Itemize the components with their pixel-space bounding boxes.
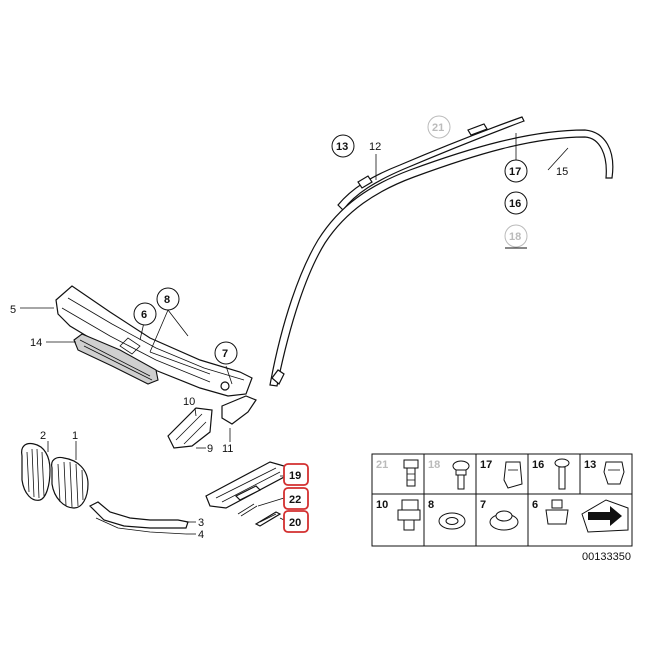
callout-9: 9 xyxy=(207,443,213,455)
legend-13: 13 xyxy=(584,459,596,471)
callout-15: 15 xyxy=(556,166,568,178)
legend-6: 6 xyxy=(532,499,538,511)
callout-18[interactable]: 18 xyxy=(509,231,521,243)
callout-17[interactable]: 17 xyxy=(509,166,521,178)
drawing-number: 00133350 xyxy=(582,551,631,563)
legend-8: 8 xyxy=(428,499,434,511)
clip-13-icon xyxy=(603,461,625,485)
callout-13[interactable]: 13 xyxy=(336,141,348,153)
legend-21: 21 xyxy=(376,459,388,471)
cover-19[interactable] xyxy=(205,461,287,509)
bolt-18-icon xyxy=(452,460,470,490)
legend-16: 16 xyxy=(532,459,544,471)
callout-8[interactable]: 8 xyxy=(164,294,170,306)
callout-20[interactable]: 20 xyxy=(289,517,301,529)
grommet-8-icon xyxy=(438,512,466,530)
callout-12: 12 xyxy=(369,141,381,153)
callout-22[interactable]: 22 xyxy=(289,494,301,506)
seal-strip-14[interactable] xyxy=(73,333,159,385)
callout-19[interactable]: 19 xyxy=(289,470,301,482)
bracket-11[interactable] xyxy=(221,395,257,425)
rivet-16-icon xyxy=(554,458,570,490)
roof-moulding-12[interactable] xyxy=(337,116,525,211)
callout-1: 1 xyxy=(72,430,78,442)
seal-22[interactable] xyxy=(237,503,258,517)
callout-10: 10 xyxy=(183,396,195,408)
grille-2[interactable] xyxy=(21,442,51,501)
legend-18: 18 xyxy=(428,459,440,471)
roof-moulding-15[interactable] xyxy=(269,129,614,387)
callout-3: 3 xyxy=(198,517,204,529)
insert-20[interactable] xyxy=(254,511,282,527)
callout-16[interactable]: 16 xyxy=(509,198,521,210)
callout-6[interactable]: 6 xyxy=(141,309,147,321)
bracket-10[interactable] xyxy=(167,407,213,449)
clip-10-icon xyxy=(397,499,421,531)
grille-1[interactable] xyxy=(51,456,89,509)
legend-17: 17 xyxy=(480,459,492,471)
grommet-7-icon xyxy=(489,510,519,531)
nut-17-icon xyxy=(503,461,523,489)
callout-21[interactable]: 21 xyxy=(432,122,444,134)
callout-11: 11 xyxy=(222,443,233,455)
legend-10: 10 xyxy=(376,499,388,511)
trim-strip-4[interactable] xyxy=(95,517,187,535)
plug-6-icon xyxy=(545,499,569,525)
legend-7: 7 xyxy=(480,499,486,511)
callout-2: 2 xyxy=(40,430,46,442)
trim-strip-3[interactable] xyxy=(88,501,189,529)
callout-14: 14 xyxy=(30,337,42,349)
clip-21-icon xyxy=(403,459,419,487)
callout-4: 4 xyxy=(198,529,204,541)
callout-5: 5 xyxy=(10,304,16,316)
callout-7[interactable]: 7 xyxy=(222,348,228,360)
arrow-icon xyxy=(581,499,629,533)
